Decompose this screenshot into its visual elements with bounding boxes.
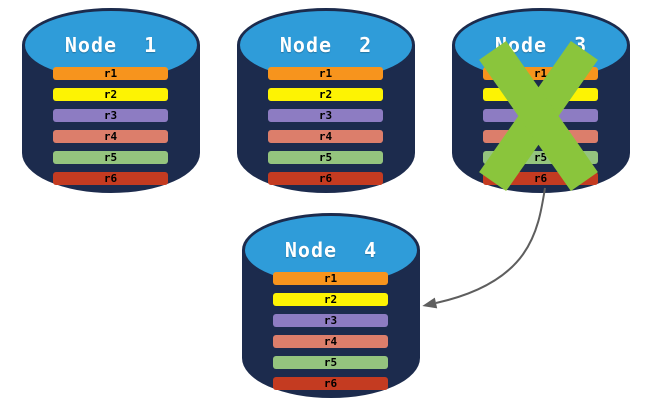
node-1-records: r1 r2 r3 r4 r5 r6 xyxy=(53,67,168,193)
node-4-label: Node 4 xyxy=(284,238,378,262)
record-bar-r1: r1 xyxy=(53,67,168,80)
record-bar-r4: r4 xyxy=(268,130,383,143)
record-bar-r5: r5 xyxy=(268,151,383,164)
node-4-records: r1 r2 r3 r4 r5 r6 xyxy=(273,272,388,398)
arrow-curve xyxy=(435,187,546,304)
arrow-head xyxy=(422,297,438,309)
node-4: Node 4 r1 r2 r3 r4 r5 r6 xyxy=(242,213,420,398)
failure-x-icon xyxy=(452,8,630,193)
record-bar-r6: r6 xyxy=(53,172,168,185)
node-1: Node 1 r1 r2 r3 r4 r5 r6 xyxy=(22,8,200,193)
record-bar-r3: r3 xyxy=(273,314,388,327)
node-1-label: Node 1 xyxy=(64,33,158,57)
record-bar-r3: r3 xyxy=(268,109,383,122)
node-2: Node 2 r1 r2 r3 r4 r5 r6 xyxy=(237,8,415,193)
record-bar-r4: r4 xyxy=(53,130,168,143)
node-3: Node 3 r1 r2 r3 r4 r5 r6 xyxy=(452,8,630,193)
record-bar-r5: r5 xyxy=(273,356,388,369)
node-2-records: r1 r2 r3 r4 r5 r6 xyxy=(268,67,383,193)
node-1-cylinder-top: Node 1 xyxy=(22,8,200,82)
record-bar-r2: r2 xyxy=(268,88,383,101)
record-bar-r1: r1 xyxy=(273,272,388,285)
record-bar-r1: r1 xyxy=(268,67,383,80)
record-bar-r5: r5 xyxy=(53,151,168,164)
record-bar-r6: r6 xyxy=(273,377,388,390)
record-bar-r3: r3 xyxy=(53,109,168,122)
node-2-label: Node 2 xyxy=(279,33,373,57)
record-bar-r6: r6 xyxy=(268,172,383,185)
record-bar-r4: r4 xyxy=(273,335,388,348)
record-bar-r2: r2 xyxy=(273,293,388,306)
node-4-cylinder-top: Node 4 xyxy=(242,213,420,287)
node-2-cylinder-top: Node 2 xyxy=(237,8,415,82)
record-bar-r2: r2 xyxy=(53,88,168,101)
